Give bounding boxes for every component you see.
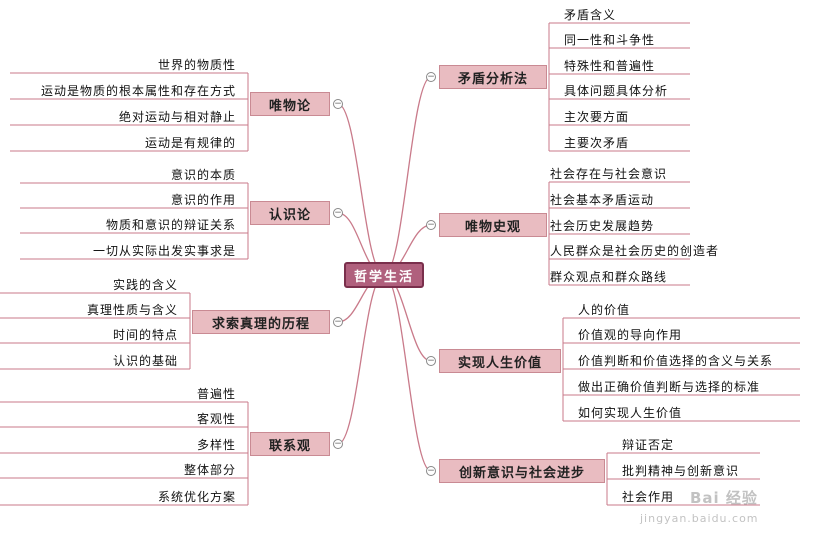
leaf-item[interactable]: 多样性: [196, 438, 236, 452]
leaf-item[interactable]: 社会历史发展趋势: [550, 219, 655, 233]
branch-weiwulun[interactable]: 唯物论: [250, 92, 330, 116]
branch-connector: [383, 76, 432, 276]
leaf-item[interactable]: 社会作用: [622, 490, 675, 504]
leaf-item[interactable]: 如何实现人生价值: [578, 406, 683, 420]
leaf-item[interactable]: 群众观点和群众路线: [550, 270, 668, 284]
leaf-item[interactable]: 实践的含义: [112, 278, 178, 292]
leaf-item[interactable]: 绝对运动与相对静止: [118, 110, 236, 124]
leaf-item[interactable]: 运动是物质的根本属性和存在方式: [40, 84, 236, 98]
leaf-item[interactable]: 社会基本矛盾运动: [550, 193, 655, 207]
leaf-item[interactable]: 客观性: [196, 412, 236, 426]
leaf-item[interactable]: 意识的作用: [170, 193, 236, 207]
leaf-item[interactable]: 运动是有规律的: [144, 136, 236, 150]
leaf-item[interactable]: 价值观的导向作用: [578, 328, 683, 342]
branch-maodun[interactable]: 矛盾分析法: [439, 65, 547, 89]
collapse-icon[interactable]: −: [426, 356, 436, 366]
branch-renshilun[interactable]: 认识论: [250, 201, 330, 225]
collapse-icon[interactable]: −: [426, 72, 436, 82]
leaf-item[interactable]: 辩证否定: [622, 438, 675, 452]
branch-chuangxin[interactable]: 创新意识与社会进步: [439, 459, 605, 483]
leaf-item[interactable]: 同一性和斗争性: [564, 33, 656, 47]
leaf-item[interactable]: 意识的本质: [170, 168, 236, 182]
leaf-item[interactable]: 矛盾含义: [564, 8, 617, 22]
watermark-brand: Bai 经验: [690, 489, 758, 507]
branch-jiazhi[interactable]: 实现人生价值: [439, 349, 561, 373]
leaf-item[interactable]: 具体问题具体分析: [564, 84, 669, 98]
leaf-item[interactable]: 世界的物质性: [157, 58, 236, 72]
collapse-icon[interactable]: −: [333, 99, 343, 109]
leaf-item[interactable]: 批判精神与创新意识: [622, 464, 740, 478]
leaf-item[interactable]: 认识的基础: [112, 354, 178, 368]
branch-connector: [383, 274, 432, 472]
branch-zhenli[interactable]: 求索真理的历程: [192, 310, 330, 334]
branch-lishiguan[interactable]: 唯物史观: [439, 213, 547, 237]
collapse-icon[interactable]: −: [426, 466, 436, 476]
collapse-icon[interactable]: −: [333, 439, 343, 449]
leaf-item[interactable]: 一切从实际出发实事求是: [92, 244, 236, 258]
leaf-item[interactable]: 系统优化方案: [157, 490, 236, 504]
leaf-item[interactable]: 主次要方面: [564, 110, 630, 124]
collapse-icon[interactable]: −: [333, 317, 343, 327]
leaf-item[interactable]: 物质和意识的辩证关系: [105, 218, 236, 232]
branch-connector: [337, 274, 385, 445]
leaf-item[interactable]: 特殊性和普遍性: [564, 59, 656, 73]
branch-connector: [337, 103, 385, 276]
leaf-item[interactable]: 时间的特点: [112, 328, 178, 342]
leaf-item[interactable]: 价值判断和价值选择的含义与关系: [578, 354, 774, 368]
collapse-icon[interactable]: −: [333, 208, 343, 218]
leaf-item[interactable]: 真理性质与含义: [86, 303, 178, 317]
watermark-url: jingyan.baidu.com: [640, 512, 759, 525]
central-topic[interactable]: 哲学生活: [344, 262, 424, 288]
leaf-item[interactable]: 社会存在与社会意识: [550, 167, 668, 181]
leaf-item[interactable]: 整体部分: [183, 463, 236, 477]
leaf-item[interactable]: 人的价值: [578, 303, 631, 317]
leaf-item[interactable]: 主要次矛盾: [564, 136, 630, 150]
collapse-icon[interactable]: −: [426, 220, 436, 230]
leaf-item[interactable]: 人民群众是社会历史的创造者: [550, 244, 720, 258]
leaf-item[interactable]: 做出正确价值判断与选择的标准: [578, 380, 761, 394]
branch-lianxi[interactable]: 联系观: [250, 432, 330, 456]
leaf-item[interactable]: 普遍性: [196, 387, 236, 401]
